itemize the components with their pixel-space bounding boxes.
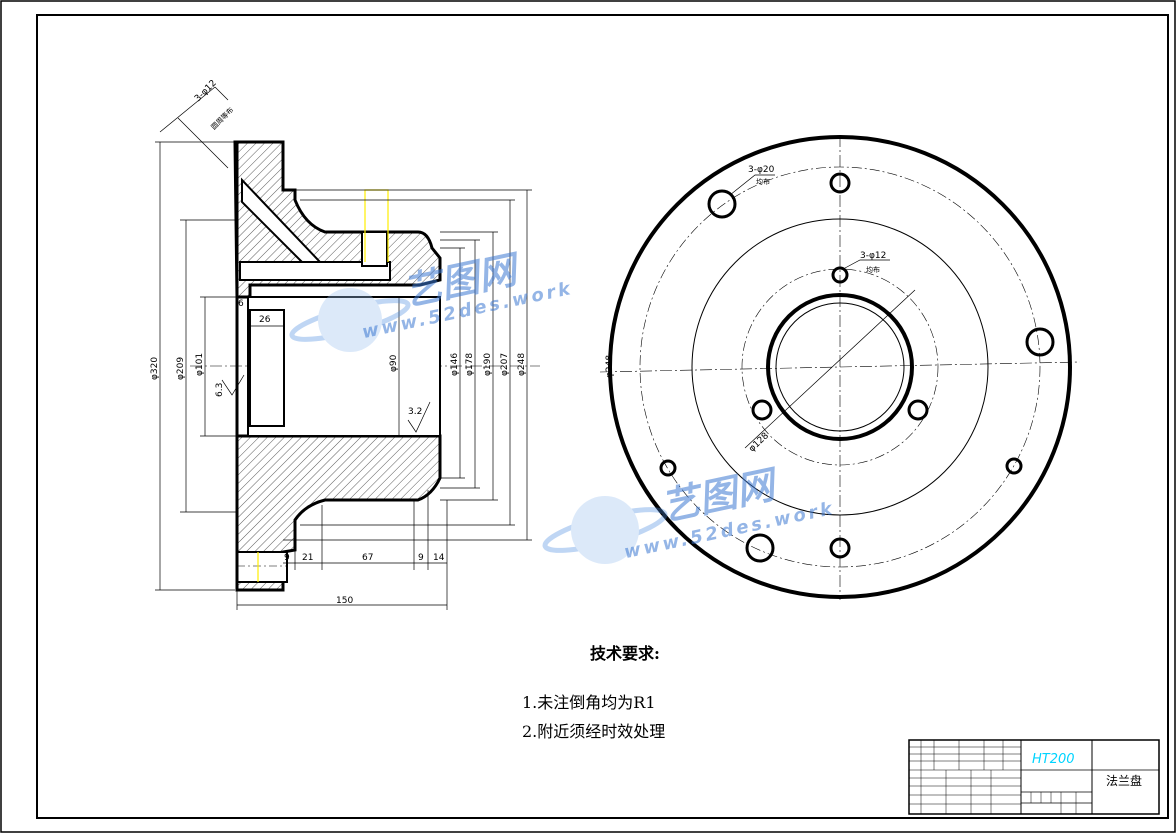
requirements-title: 技术要求: (590, 644, 660, 663)
material-label: HT200 (1032, 752, 1075, 767)
dim-d101: φ101 (195, 353, 205, 376)
holes-20-note: 3-φ20 (748, 165, 775, 175)
dim-d248-end: φ248 (605, 355, 615, 378)
roughness-3-2: 3.2 (408, 407, 422, 417)
dim-9b: 9 (418, 553, 424, 563)
holes-12-note: 3-φ12 (860, 251, 886, 261)
roughness-6-3: 6.3 (215, 383, 225, 397)
dim-d248: φ248 (517, 353, 527, 376)
dim-d190: φ190 (483, 353, 493, 376)
hole-note-sub: 圆周等布 (209, 105, 235, 131)
watermark-globe-2 (542, 496, 668, 564)
dim-67: 67 (362, 553, 373, 563)
dim-14: 14 (433, 553, 445, 563)
dim-9a: 9 (284, 553, 290, 563)
holes-20-sub: 均布 (756, 177, 770, 186)
dim-d320: φ320 (150, 357, 160, 380)
requirement-item-1: 1.未注倒角均为R1 (522, 693, 656, 712)
dim-d209: φ209 (176, 357, 186, 380)
dim-6: 6 (238, 299, 244, 309)
part-name: 法兰盘 (1106, 774, 1143, 788)
dim-d90: φ90 (389, 354, 399, 372)
dim-d128: φ128 (747, 431, 771, 454)
dim-d178: φ178 (465, 353, 475, 376)
watermark-globe-1 (289, 288, 411, 352)
hole-note: 3-φ12 (193, 78, 219, 104)
requirement-item-2: 2.附近须经时效处理 (522, 722, 666, 741)
dim-d146: φ146 (450, 353, 460, 376)
end-view (599, 135, 1081, 600)
dim-150: 150 (336, 596, 353, 606)
dim-26: 26 (259, 315, 271, 325)
dim-21: 21 (302, 553, 313, 563)
title-block (908, 739, 1160, 815)
holes-12-sub: 均布 (866, 265, 880, 274)
section-view (155, 86, 540, 610)
inner-border (36, 14, 1169, 819)
dim-d207: φ207 (500, 353, 510, 376)
